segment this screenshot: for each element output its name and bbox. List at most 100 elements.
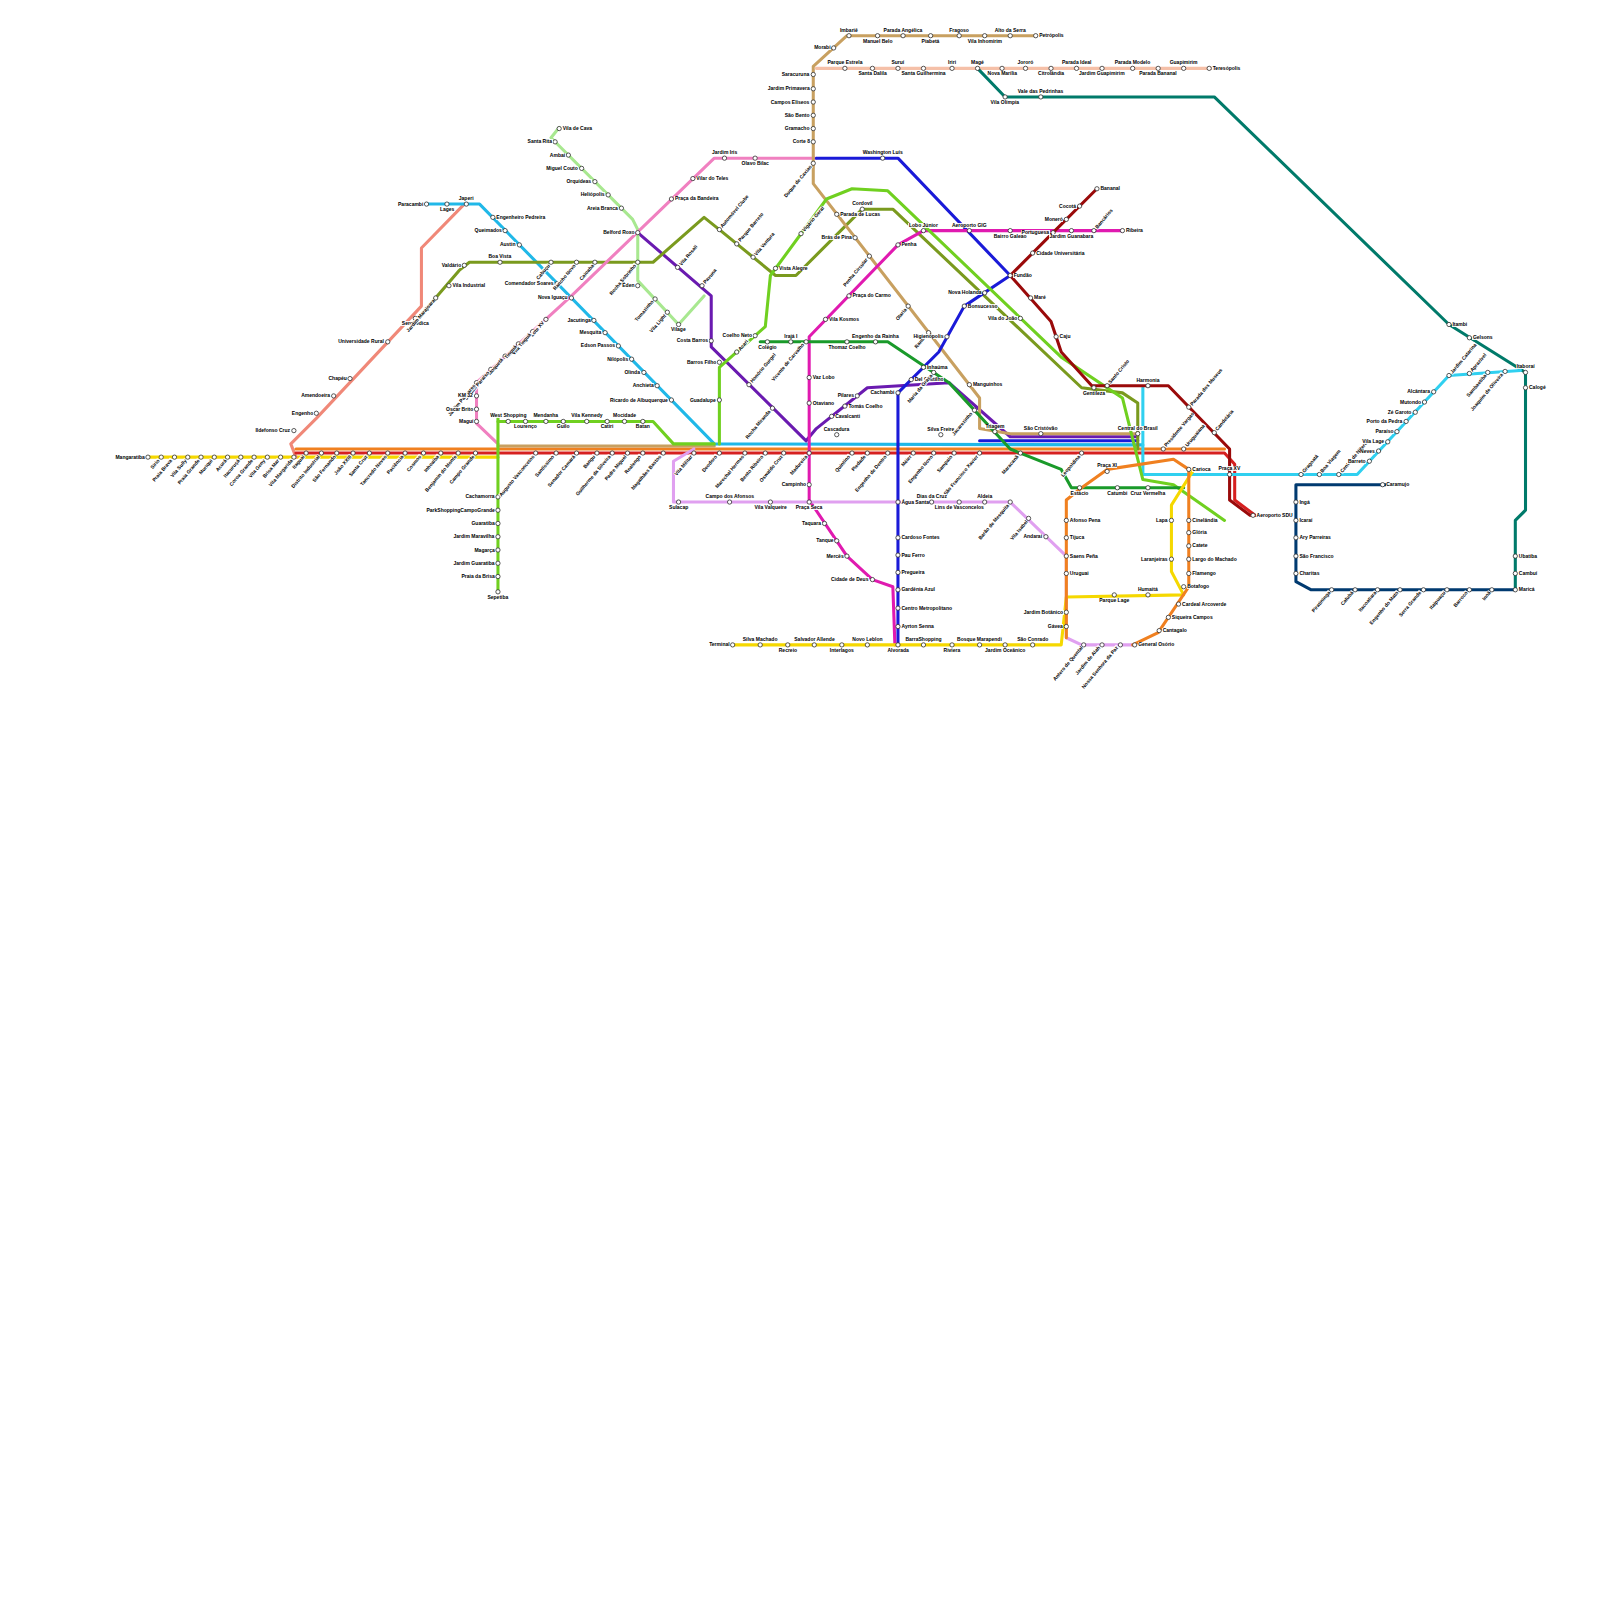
station-label: Central do Brasil: [1117, 426, 1158, 431]
station-dot: [768, 500, 772, 504]
station-label: Vila Industrial: [452, 283, 486, 288]
station-dot: [1031, 251, 1035, 255]
station-dot: [351, 451, 355, 455]
station-dot: [676, 322, 680, 326]
station-dot: [692, 451, 696, 455]
rail-line: [1010, 189, 1250, 516]
station-dot: [1467, 336, 1471, 340]
station-dot: [569, 296, 573, 300]
station-dot: [850, 451, 854, 455]
station-dot: [252, 455, 256, 459]
station-label: Magarça: [474, 548, 495, 553]
station-dot: [763, 451, 767, 455]
station-label: Novo Leblon: [852, 637, 883, 642]
station-dot: [881, 156, 885, 160]
station-label: Vale das Pedrinhas: [1017, 89, 1064, 94]
station-label: Laranjeiras: [1140, 557, 1168, 562]
station-dot: [1404, 419, 1408, 423]
station-label: Gentileza: [1082, 391, 1105, 396]
station-label: Harmonia: [1136, 378, 1160, 383]
station-dot: [447, 284, 451, 288]
station-label: Parada dos Museus: [1189, 367, 1224, 407]
station-label: Cidade de Deus: [830, 577, 869, 582]
station-label: Otaviano: [812, 401, 834, 406]
station-label: Pavuna: [702, 268, 718, 286]
station-label: Paraíso: [1375, 429, 1394, 434]
station-label: Madureira: [789, 453, 809, 475]
station-label: Candelária: [1214, 409, 1235, 433]
station-label: Nilópolis: [607, 357, 629, 362]
station-dot: [896, 536, 900, 540]
station-dot: [1523, 386, 1527, 390]
station-dot: [870, 577, 874, 581]
station-dot: [1146, 486, 1150, 490]
station-label: Jororó: [1017, 60, 1034, 65]
station-label: Parada de Lucas: [840, 212, 881, 217]
station-dot: [641, 419, 645, 423]
station-dot: [1092, 386, 1096, 390]
station-label: Augusto Vasconcelos: [498, 453, 536, 497]
station-label: Pilares: [837, 393, 854, 398]
station-label: Vila Ventura: [753, 231, 776, 257]
station-dot: [1337, 472, 1341, 476]
station-label: Parada Ideal: [1062, 60, 1092, 65]
station-label: Japeri: [458, 196, 474, 201]
station-label: Maguí: [459, 419, 474, 424]
station-label: Lobo Júnior: [908, 223, 938, 228]
rail-line: [816, 67, 1224, 70]
station-label: Piabetá: [921, 39, 940, 44]
station-dot: [811, 140, 815, 144]
station-label: Rancho Novo: [551, 263, 576, 292]
station-label: Imbariê: [839, 28, 858, 33]
station-label: Jardim Iris: [711, 150, 737, 155]
station-dot: [1146, 593, 1150, 597]
station-label: Jardim Oceânico: [985, 648, 1026, 653]
station-label: Irajá I: [784, 334, 798, 339]
station-dot: [906, 304, 910, 308]
station-label: Cosmos: [406, 453, 423, 472]
station-dot: [867, 254, 871, 258]
station-dot: [517, 243, 521, 247]
station-label: Andaraí: [1023, 534, 1043, 539]
station-label: Inhaúma: [926, 365, 948, 370]
station-dot: [896, 500, 900, 504]
station-label: Vila Kennedy: [571, 413, 603, 418]
station-dot: [1008, 228, 1012, 232]
station-dot: [1294, 571, 1298, 575]
station-dot: [765, 340, 769, 344]
rail-line: [498, 421, 714, 443]
station-dot: [855, 394, 859, 398]
station-dot: [1169, 518, 1173, 522]
station-dot: [1182, 585, 1186, 589]
station-dot: [1044, 535, 1048, 539]
station-label: Silva Freire: [927, 427, 955, 432]
station-label: Pau Ferro: [901, 553, 925, 558]
station-dot: [709, 339, 713, 343]
station-dot: [554, 451, 558, 455]
station-label: Afonso Pena: [1069, 518, 1101, 523]
station-label: Guapimirim: [1169, 60, 1198, 65]
station-label: Jacutinga: [567, 318, 591, 323]
station-label: Itaipuaçu: [1428, 590, 1447, 611]
station-label: Flamengo: [1192, 571, 1217, 576]
station-label: Méier: [900, 453, 913, 467]
station-label: Santíssimo: [534, 453, 556, 477]
station-dot: [822, 521, 826, 525]
station-dot: [957, 34, 961, 38]
station-label: Acari: [737, 338, 750, 352]
station-label: Caioaba: [578, 263, 595, 282]
station-dot: [717, 451, 721, 455]
station-dot: [1294, 536, 1298, 540]
station-label: Citrolândia: [1038, 71, 1065, 76]
station-dot: [1003, 95, 1007, 99]
station-dot: [610, 451, 614, 455]
station-label: Mutondo: [1399, 400, 1421, 405]
station-label: Paracambi: [398, 202, 424, 207]
station-label: Manguinhos: [972, 382, 1002, 387]
station-label: Lapa: [1155, 518, 1168, 523]
station-dot: [1008, 34, 1012, 38]
station-dot: [534, 451, 538, 455]
station-label: Barreto: [1347, 459, 1366, 464]
station-label: Rocha Miranda: [745, 409, 773, 440]
